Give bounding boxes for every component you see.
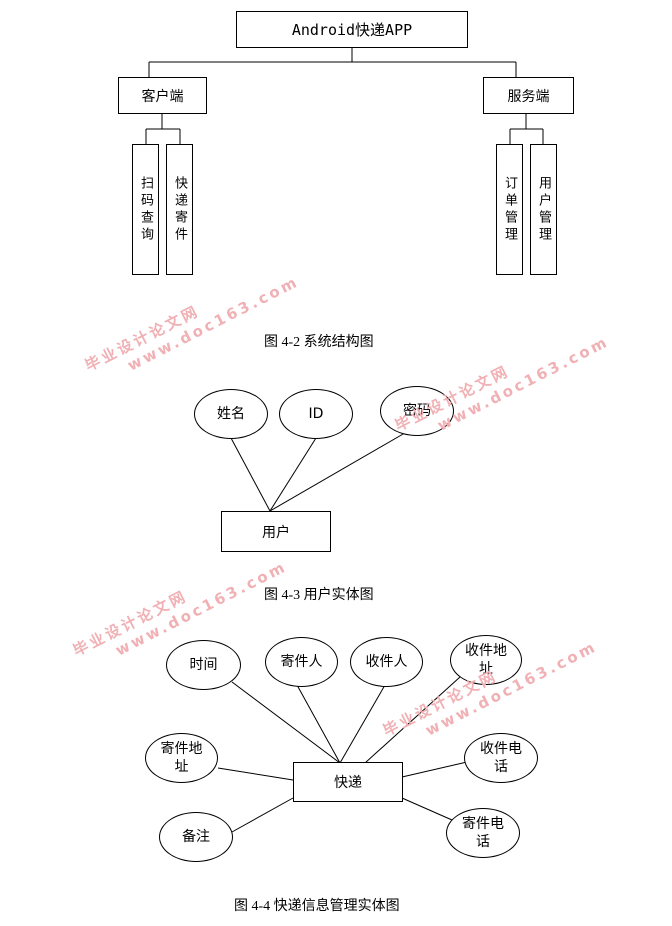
client-child-label: 快递寄件: [172, 175, 187, 244]
server-child-box: 订单管理: [496, 144, 523, 275]
client-child-label: 扫码查询: [138, 175, 153, 244]
attribute-label: 寄件电话: [462, 816, 504, 850]
attribute-label: 时间: [189, 657, 218, 673]
attribute-label: 收件地址: [465, 643, 507, 677]
attribute-label: 寄件人: [280, 654, 323, 670]
server-child-label: 用户管理: [536, 175, 551, 244]
client-node-box: 客户端: [118, 77, 207, 114]
figure-caption: 图 4-2 系统结构图: [264, 335, 374, 350]
entity-box: 快递: [293, 762, 403, 802]
root-node-box: Android快递APP: [236, 11, 468, 48]
attribute-label: 姓名: [217, 406, 245, 422]
figure-caption: 图 4-3 用户实体图: [264, 588, 374, 603]
attribute-ellipse: 寄件地址: [145, 733, 218, 783]
attribute-label: ID: [308, 406, 324, 422]
attribute-ellipse: 寄件电话: [446, 808, 520, 858]
server-node-box: 服务端: [483, 77, 574, 114]
attribute-label: 收件人: [365, 654, 408, 670]
figure-caption: 图 4-4 快递信息管理实体图: [234, 899, 400, 914]
attribute-ellipse: 收件电话: [464, 733, 538, 783]
attribute-ellipse: 密码: [380, 386, 454, 436]
attribute-ellipse: ID: [279, 389, 353, 439]
attribute-ellipse: 收件人: [350, 637, 423, 687]
attribute-ellipse: 寄件人: [265, 637, 338, 687]
server-child-label: 订单管理: [502, 175, 517, 244]
attribute-ellipse: 收件地址: [450, 635, 522, 685]
root-node-label: Android快递APP: [291, 21, 413, 39]
attribute-label: 备注: [182, 829, 210, 845]
attribute-ellipse: 时间: [166, 640, 241, 690]
entity-label: 用户: [262, 524, 290, 541]
attribute-label: 收件电话: [480, 741, 522, 775]
attribute-label: 密码: [403, 403, 431, 419]
entity-box: 用户: [221, 511, 331, 552]
attribute-label: 寄件地址: [160, 741, 203, 775]
attribute-ellipse: 备注: [159, 812, 233, 862]
client-child-box: 快递寄件: [166, 144, 193, 275]
client-node-label: 客户端: [141, 88, 184, 105]
client-child-box: 扫码查询: [132, 144, 159, 275]
attribute-ellipse: 姓名: [194, 389, 268, 439]
server-node-label: 服务端: [507, 88, 550, 105]
server-child-box: 用户管理: [530, 144, 557, 275]
entity-label: 快递: [334, 775, 362, 791]
